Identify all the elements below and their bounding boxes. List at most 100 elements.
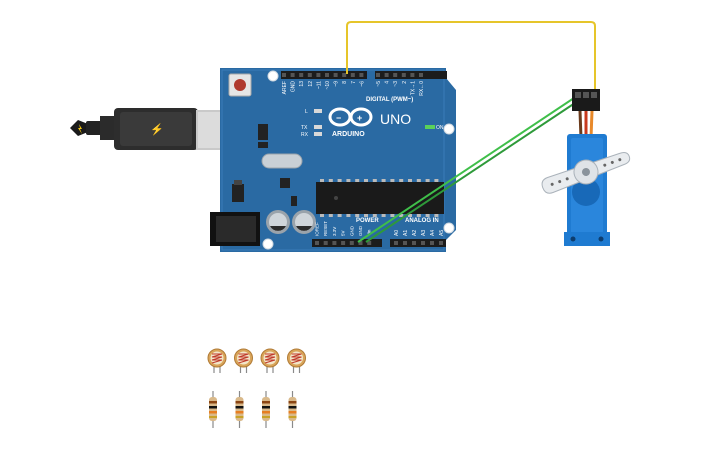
svg-text:−: − xyxy=(336,113,341,123)
power-pin[interactable] xyxy=(332,241,337,245)
analog-pin[interactable] xyxy=(421,241,425,245)
digital-pin-label: AREF xyxy=(282,81,288,94)
digital-pin-label: RX←0 xyxy=(419,81,425,96)
digital-pin-label: 4 xyxy=(385,81,391,84)
mounting-hole xyxy=(443,123,455,135)
power-pin-label: 3.3V xyxy=(332,227,337,236)
analog-pin-label: A1 xyxy=(403,230,409,236)
digital-pin[interactable] xyxy=(350,73,355,77)
digital-pin-label: 7 xyxy=(351,81,357,84)
led-on xyxy=(425,125,435,129)
analog-pin[interactable] xyxy=(439,241,443,245)
digital-pin[interactable] xyxy=(401,73,406,77)
resistor[interactable] xyxy=(262,391,270,428)
digital-pin[interactable] xyxy=(325,73,329,77)
digital-pin-label: ~10 xyxy=(325,81,331,90)
power-pin-label: RESET xyxy=(323,221,328,236)
digital-pin[interactable] xyxy=(376,73,380,77)
analog-label: ANALOG IN xyxy=(405,218,439,224)
analog-pin-label: A3 xyxy=(421,230,427,236)
voltage-regulator xyxy=(232,184,244,202)
power-pin[interactable] xyxy=(341,241,346,245)
power-pin[interactable] xyxy=(367,241,372,245)
photoresistor[interactable] xyxy=(207,348,227,373)
digital-pin-label: TX→1 xyxy=(410,81,416,95)
digital-pin[interactable] xyxy=(342,73,347,77)
servo-horn[interactable] xyxy=(539,145,634,199)
svg-text:⚡: ⚡ xyxy=(150,123,164,136)
analog-pin[interactable] xyxy=(394,241,398,245)
rx-label: RX xyxy=(301,132,309,138)
led-rx xyxy=(314,132,322,136)
digital-pin[interactable] xyxy=(299,73,304,77)
digital-pin[interactable] xyxy=(359,73,364,77)
reset-button[interactable] xyxy=(228,73,252,97)
icsp-header xyxy=(258,124,268,148)
digital-pin[interactable] xyxy=(333,73,338,77)
power-wire[interactable] xyxy=(357,95,578,243)
power-pin-label: GND xyxy=(358,225,363,236)
power-pin-label: Vin xyxy=(367,229,372,236)
l-label: L xyxy=(305,109,308,115)
digital-pin[interactable] xyxy=(316,73,321,77)
digital-pin[interactable] xyxy=(384,73,389,77)
resistor[interactable] xyxy=(209,391,217,428)
power-pin[interactable] xyxy=(358,241,363,245)
power-pin-label: 5V xyxy=(341,230,346,236)
arduino-uno-board[interactable]: L TX RX ON − + ARDUINO UNO DIGITAL (PWM~… xyxy=(210,68,456,252)
digital-pin[interactable] xyxy=(393,73,398,77)
analog-pin-label: A0 xyxy=(394,230,400,236)
power-label: POWER xyxy=(356,218,379,224)
signal-wire[interactable] xyxy=(346,21,596,91)
digital-header[interactable] xyxy=(281,71,447,79)
digital-label: DIGITAL (PWM~) xyxy=(366,97,413,103)
digital-pin[interactable] xyxy=(419,73,423,77)
model-label: UNO xyxy=(380,111,411,127)
digital-pin-label: 13 xyxy=(299,81,305,87)
on-label: ON xyxy=(436,125,444,131)
led-tx xyxy=(314,125,322,129)
photoresistor[interactable] xyxy=(260,348,280,373)
mounting-hole xyxy=(262,238,274,250)
usb-chip xyxy=(280,178,290,188)
power-pin[interactable] xyxy=(315,241,319,245)
capacitor xyxy=(266,210,290,234)
servo-motor[interactable] xyxy=(539,89,634,246)
digital-pin[interactable] xyxy=(282,73,286,77)
digital-pin-label: ~3 xyxy=(393,81,399,87)
arduino-logo: − + xyxy=(328,107,373,127)
capacitor xyxy=(292,210,316,234)
led-l xyxy=(314,109,322,113)
analog-pin[interactable] xyxy=(412,241,416,245)
tx-label: TX xyxy=(301,125,308,131)
analog-pin[interactable] xyxy=(403,241,407,245)
digital-pin[interactable] xyxy=(290,73,295,77)
svg-text:+: + xyxy=(357,113,362,123)
ground-wire[interactable] xyxy=(365,100,579,243)
digital-pin-label: ~9 xyxy=(334,81,340,87)
mounting-hole xyxy=(267,70,279,82)
digital-pin-label: ~6 xyxy=(359,81,365,87)
analog-pin-label: A2 xyxy=(412,230,418,236)
analog-pin[interactable] xyxy=(430,241,434,245)
analog-header[interactable] xyxy=(390,239,446,247)
power-jack xyxy=(210,212,260,246)
power-pin[interactable] xyxy=(349,241,354,245)
photoresistor-group xyxy=(207,348,306,373)
digital-pin-label: 2 xyxy=(402,81,408,84)
power-header[interactable] xyxy=(312,239,382,247)
mounting-hole xyxy=(443,222,455,234)
resistor[interactable] xyxy=(235,391,244,428)
digital-pin-label: ~11 xyxy=(316,81,322,89)
crystal-oscillator xyxy=(261,153,303,169)
resistor[interactable] xyxy=(288,391,297,428)
power-pin[interactable] xyxy=(323,241,328,245)
photoresistor[interactable] xyxy=(234,348,253,373)
photoresistor[interactable] xyxy=(287,348,306,373)
digital-pin[interactable] xyxy=(410,73,415,77)
digital-pin[interactable] xyxy=(307,73,312,77)
